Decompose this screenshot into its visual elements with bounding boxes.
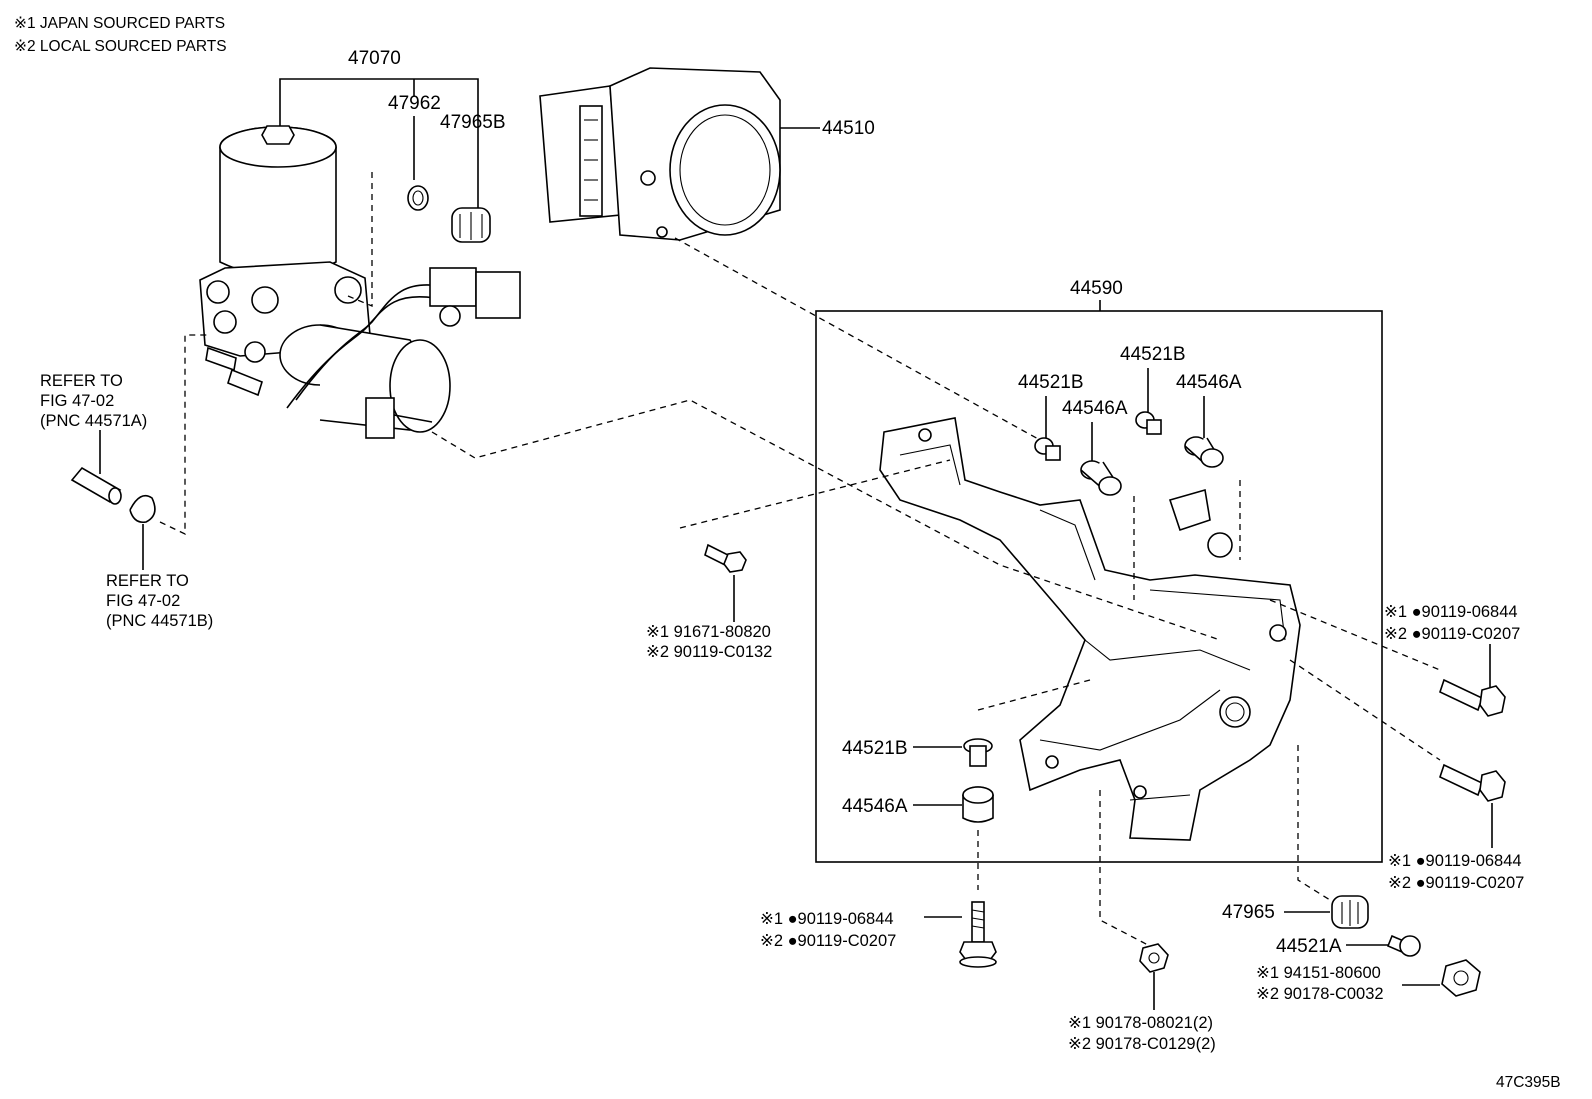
bolt-right-upper-drawing	[1439, 678, 1506, 717]
label-44521a: 44521A	[1276, 936, 1342, 957]
collar-44521b-2-drawing	[1135, 411, 1162, 435]
bolt-right-lower-line-1: ※1 ●90119-06844	[1388, 852, 1522, 870]
label-47965b: 47965B	[440, 112, 506, 133]
hose-and-clamp-drawing	[70, 334, 210, 570]
gasket-47962-drawing: 47962	[347, 93, 441, 307]
bolt-right-lower-drawing	[1439, 763, 1506, 802]
nut-right-drawing	[1441, 959, 1481, 997]
ref-a-line-1: REFER TO	[40, 372, 123, 390]
label-44546a-1: 44546A	[1062, 398, 1128, 419]
collar-44521a-drawing	[1386, 934, 1421, 957]
bolt-bottom-line-2: ※2 ●90119-C0207	[760, 932, 896, 950]
bolt-left-line-1: ※1 91671-80820	[646, 623, 771, 641]
bolt-left-drawing	[704, 543, 747, 573]
nut-bottom-drawing	[1139, 943, 1169, 973]
cushion-44546a-1-drawing	[1080, 460, 1122, 496]
collar-44521b-1-drawing	[1034, 437, 1061, 461]
ref-b-line-2: FIG 47-02	[106, 592, 180, 610]
label-44510: 44510	[822, 118, 875, 139]
bolt-left-line-2: ※2 90119-C0132	[646, 643, 772, 661]
pump-motor-assembly-drawing: 47070	[199, 48, 521, 439]
collar-44521b-3-drawing	[963, 738, 993, 767]
bolt-right-lower-line-2: ※2 ●90119-C0207	[1388, 874, 1524, 892]
bolt-bottom-drawing	[959, 901, 997, 968]
ref-a-line-2: FIG 47-02	[40, 392, 114, 410]
nut-right-line-2: ※2 90178-C0032	[1256, 985, 1384, 1003]
ref-b-line-1: REFER TO	[106, 572, 189, 590]
bracket-assembly-box	[815, 310, 1383, 863]
figure-code: 47C395B	[1496, 1074, 1561, 1091]
label-44546a-3: 44546A	[842, 796, 908, 817]
label-44521b-3: 44521B	[842, 738, 908, 759]
bolt-right-upper-line-2: ※2 ●90119-C0207	[1384, 625, 1520, 643]
cap-47965b-drawing: 47965B	[440, 112, 506, 243]
ref-a-line-3: (PNC 44571A)	[40, 412, 147, 430]
nut-bottom-line-1: ※1 90178-08021(2)	[1068, 1014, 1213, 1032]
label-47070: 47070	[348, 48, 401, 69]
label-47962: 47962	[388, 93, 441, 114]
label-44521b-1: 44521B	[1018, 372, 1084, 393]
cap-47965-drawing	[1331, 895, 1369, 929]
assembly-dashed-lines	[431, 237, 1441, 946]
bolt-bottom-line-1: ※1 ●90119-06844	[760, 910, 894, 928]
nut-bottom-line-2: ※2 90178-C0129(2)	[1068, 1035, 1216, 1053]
actuator-44510-drawing: 44510	[539, 67, 875, 241]
nut-right-line-1: ※1 94151-80600	[1256, 964, 1381, 982]
bracket-assembly-44590-drawing: 44590	[815, 278, 1383, 863]
label-47965: 47965	[1222, 902, 1275, 923]
note-japan-sourced: ※1 JAPAN SOURCED PARTS	[14, 15, 225, 32]
label-44521b-2: 44521B	[1120, 344, 1186, 365]
ref-b-line-3: (PNC 44571B)	[106, 612, 213, 630]
label-44546a-2: 44546A	[1176, 372, 1242, 393]
bolt-right-upper-line-1: ※1 ●90119-06844	[1384, 603, 1518, 621]
note-local-sourced: ※2 LOCAL SOURCED PARTS	[14, 38, 227, 55]
label-44590: 44590	[1070, 278, 1123, 299]
cushion-44546a-2-drawing	[1184, 436, 1224, 468]
cushion-44546a-3-drawing	[962, 786, 994, 823]
